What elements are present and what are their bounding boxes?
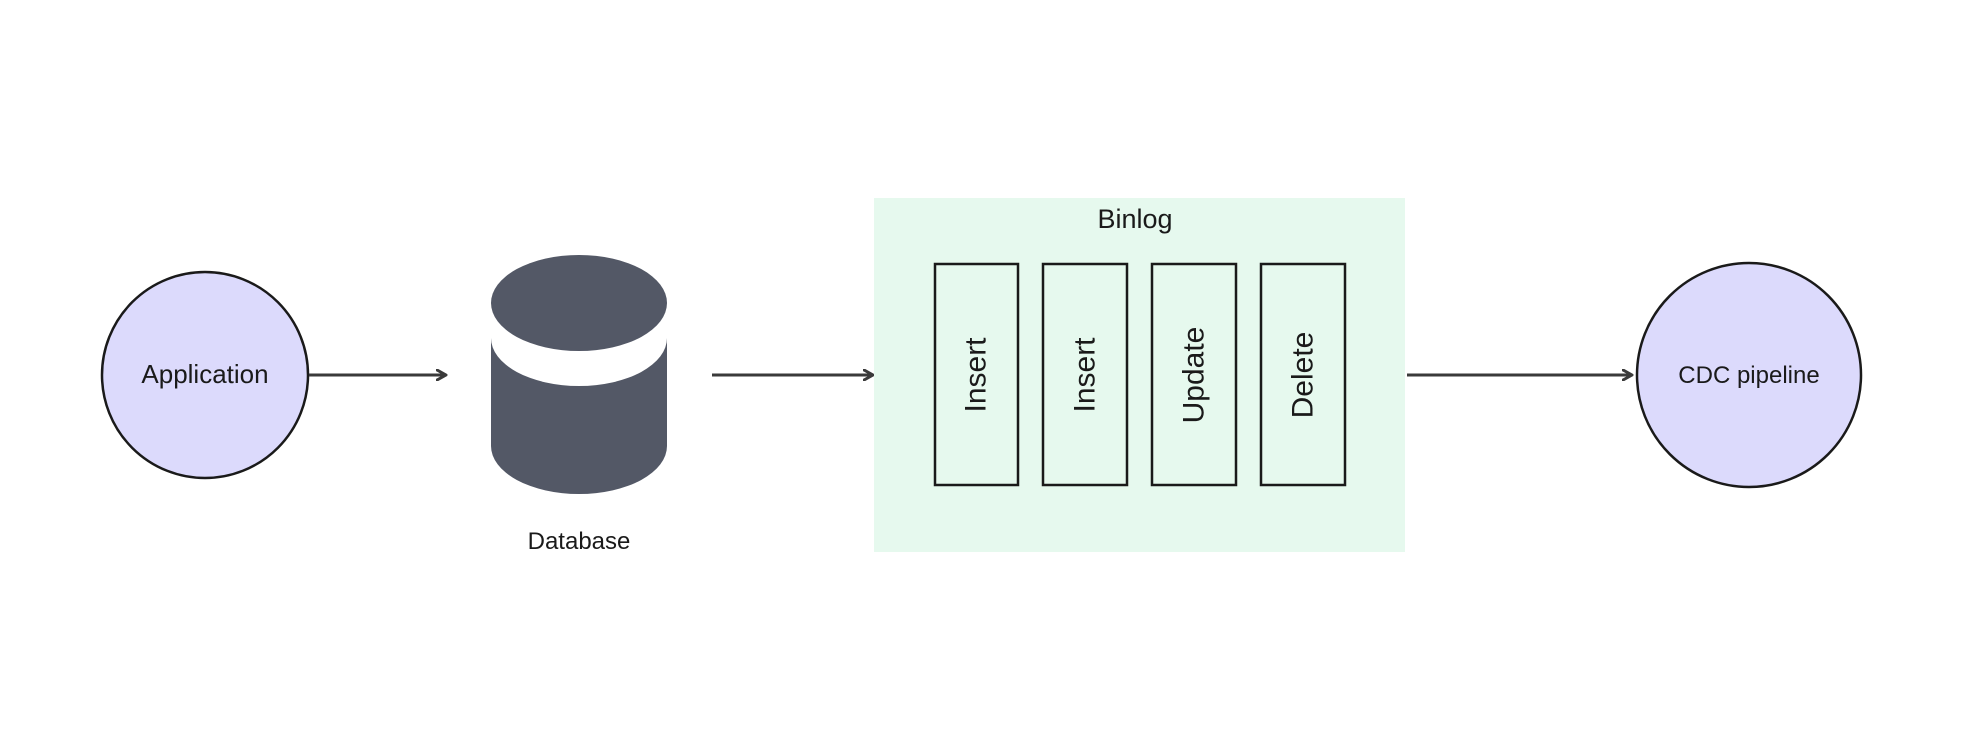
binlog-entry[interactable]: Insert bbox=[1041, 262, 1129, 487]
binlog-entry-label: Update bbox=[1178, 327, 1211, 424]
database-label: Database bbox=[528, 528, 631, 555]
binlog-title: Binlog bbox=[1097, 204, 1172, 234]
binlog-entry-label: Insert bbox=[1069, 337, 1102, 413]
application-label: Application bbox=[141, 359, 268, 389]
binlog-entry-label: Insert bbox=[960, 337, 993, 413]
binlog-group[interactable]: Binlog Insert Insert Update Delete bbox=[874, 198, 1405, 552]
binlog-entry[interactable]: Delete bbox=[1259, 262, 1347, 487]
database-node[interactable]: Database bbox=[484, 252, 674, 555]
binlog-entry[interactable]: Insert bbox=[933, 262, 1020, 487]
cdc-pipeline-node[interactable]: CDC pipeline bbox=[1635, 261, 1863, 489]
database-icon bbox=[484, 252, 674, 494]
application-node[interactable]: Application bbox=[100, 270, 310, 480]
application-circle bbox=[100, 270, 310, 480]
binlog-entry-label: Delete bbox=[1287, 332, 1320, 419]
binlog-entry[interactable]: Update bbox=[1150, 262, 1238, 487]
cdc-pipeline-label: CDC pipeline bbox=[1678, 362, 1819, 389]
cdc-pipeline-circle bbox=[1635, 261, 1863, 489]
